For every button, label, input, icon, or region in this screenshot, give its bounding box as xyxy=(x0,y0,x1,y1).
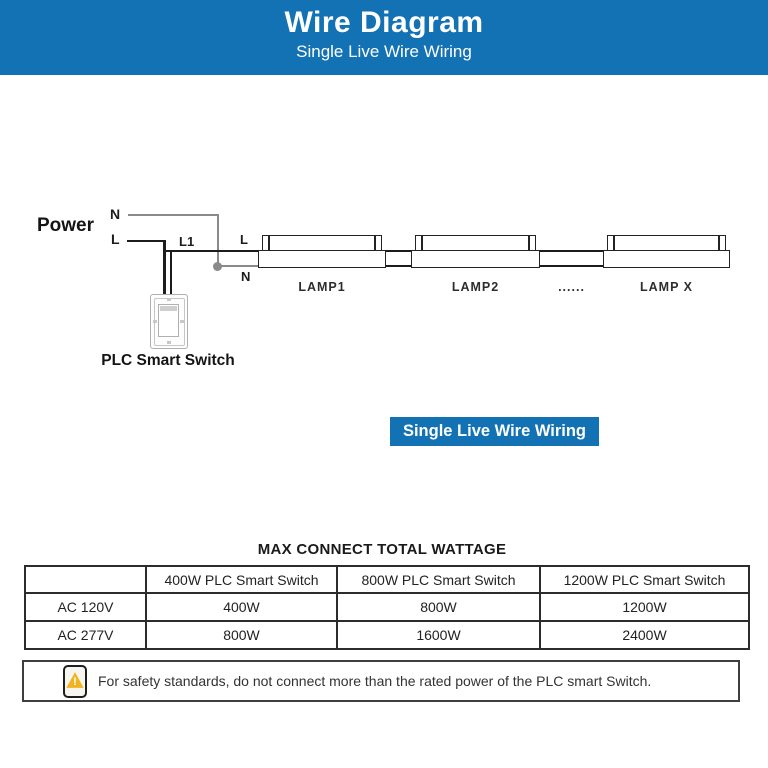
lamp-lens xyxy=(262,235,382,251)
power-label: Power xyxy=(37,215,95,236)
switch-screw xyxy=(180,320,184,323)
neutral-wire-horizontal xyxy=(128,214,218,216)
lamp-1: LAMP1 xyxy=(258,235,386,294)
live-bus-lamp2-lampx xyxy=(540,250,603,252)
safety-warning-box: ! For safety standards, do not connect m… xyxy=(22,660,740,702)
cell-value: 1600W xyxy=(336,620,541,650)
switch-label: PLC Smart Switch xyxy=(101,352,235,369)
neutral-source-label: N xyxy=(110,206,121,222)
lamp-1-label: LAMP1 xyxy=(298,280,346,294)
live-wire-into-switch xyxy=(163,239,166,311)
plc-smart-switch-icon xyxy=(150,294,188,349)
switched-live-label: L1 xyxy=(179,234,195,249)
cell-value: 1200W xyxy=(539,592,750,622)
neutral-wire-to-lamp xyxy=(218,264,258,267)
neutral-junction-dot xyxy=(213,262,222,271)
row-label: AC 277V xyxy=(24,620,147,650)
table-header-1200w: 1200W PLC Smart Switch xyxy=(539,565,750,594)
cell-value: 800W xyxy=(336,592,541,622)
live-source-label: L xyxy=(111,231,120,247)
wattage-table-title: MAX CONNECT TOTAL WATTAGE xyxy=(257,541,507,558)
switched-live-wire-out xyxy=(169,250,172,310)
lamp-lens xyxy=(607,235,726,251)
table-row-ac120v: AC 120V 400W 800W 1200W xyxy=(24,592,750,622)
lamp-2-label: LAMP2 xyxy=(451,280,500,294)
lamp-live-label: L xyxy=(240,232,248,247)
table-header-empty xyxy=(24,565,147,594)
switch-screw xyxy=(167,298,171,301)
more-lamps-ellipsis: ...... xyxy=(558,280,585,294)
lamp-neutral-label: N xyxy=(241,269,251,284)
cell-value: 400W xyxy=(145,592,338,622)
cell-value: 800W xyxy=(145,620,338,650)
lamp-housing xyxy=(258,250,386,268)
lamp-endcap-icon xyxy=(613,236,615,250)
neutral-bus-lamp1-lamp2 xyxy=(386,264,411,267)
switch-terminals xyxy=(160,306,177,311)
lamp-endcap-icon xyxy=(374,236,376,250)
lamp-endcap-icon xyxy=(718,236,720,250)
lamp-x: LAMP X xyxy=(603,235,730,294)
table-header-row: 400W PLC Smart Switch 800W PLC Smart Swi… xyxy=(24,565,750,594)
lamp-x-label: LAMP X xyxy=(640,280,693,294)
lamp-endcap-icon xyxy=(421,236,423,250)
page-title: Wire Diagram xyxy=(284,6,484,39)
neutral-bus-lamp2-lampx xyxy=(540,264,603,267)
row-label: AC 120V xyxy=(24,592,147,622)
warning-icon: ! xyxy=(63,664,87,698)
warning-text: For safety standards, do not connect mor… xyxy=(98,673,652,689)
lamp-lens xyxy=(415,235,536,251)
header-banner: Wire Diagram Single Live Wire Wiring xyxy=(0,0,768,75)
lamp-endcap-icon xyxy=(528,236,530,250)
warning-exclamation: ! xyxy=(73,675,77,688)
switched-live-bus xyxy=(163,249,260,252)
cell-value: 2400W xyxy=(539,620,750,650)
table-header-800w: 800W PLC Smart Switch xyxy=(336,565,541,594)
page-subtitle: Single Live Wire Wiring xyxy=(296,42,472,61)
lamp-endcap-icon xyxy=(268,236,270,250)
table-header-400w: 400W PLC Smart Switch xyxy=(145,565,338,594)
switch-screw xyxy=(153,320,157,323)
wattage-table: 400W PLC Smart Switch 800W PLC Smart Swi… xyxy=(24,565,750,650)
lamp-housing xyxy=(411,250,540,268)
lamp-housing xyxy=(603,250,730,268)
live-wire-horizontal xyxy=(127,239,166,242)
live-bus-lamp1-lamp2 xyxy=(386,250,411,252)
wiring-type-badge: Single Live Wire Wiring xyxy=(390,417,599,446)
table-row-ac277v: AC 277V 800W 1600W 2400W xyxy=(24,620,750,650)
neutral-wire-vertical xyxy=(216,214,219,266)
lamp-2: LAMP2 xyxy=(411,235,540,294)
switch-screw xyxy=(167,341,171,344)
switch-module xyxy=(158,304,179,337)
